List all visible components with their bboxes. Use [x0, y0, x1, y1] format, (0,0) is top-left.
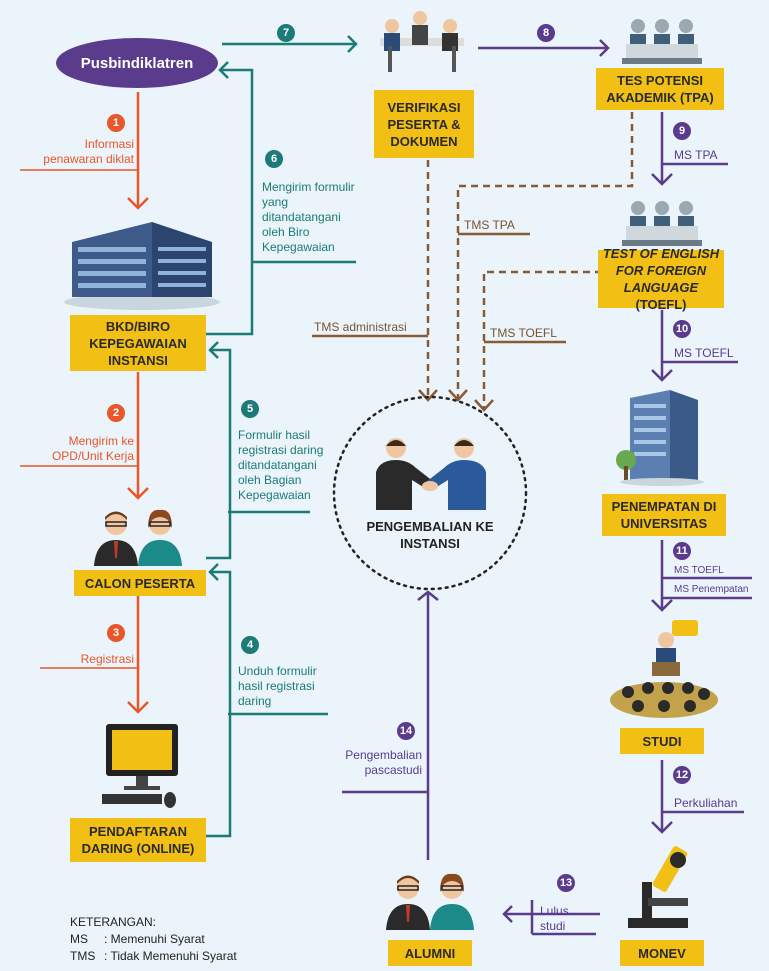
studi-label: STUDI — [642, 733, 682, 749]
candidates-icon — [94, 509, 182, 566]
step-3-label: Registrasi — [80, 652, 134, 666]
pendaftaran-daring-box: PENDAFTARAN DARING (ONLINE) — [70, 818, 206, 862]
teal-arrows — [206, 35, 358, 838]
step-4-badge: 4 — [241, 636, 259, 654]
toefl-italic: TEST OF ENGLISH FOR FOREIGN LANGUAGE — [602, 246, 720, 295]
verif-label: VERIFIKASI PESERTA & DOKUMEN — [387, 99, 461, 149]
origin-label: Pusbindiklatren — [80, 54, 194, 72]
center-label: PENGEMBALIAN KE INSTANSI — [358, 518, 502, 552]
step-6-badge: 6 — [265, 150, 283, 168]
test-takers-icon — [622, 19, 702, 64]
step-1-label: Informasi penawaran diklat — [43, 137, 134, 166]
step-3-badge: 3 — [107, 624, 125, 642]
monev-box: MONEV — [620, 940, 704, 966]
studi-box: STUDI — [620, 728, 704, 754]
bkd-box: BKD/BIRO KEPEGAWAIAN INSTANSI — [70, 315, 206, 371]
step-13-label: Lulus studi — [540, 904, 569, 933]
legend-ms-value: : Memenuhi Syarat — [104, 932, 205, 946]
legend: KETERANGAN: MS : Memenuhi Syarat TMS : Tid… — [70, 914, 237, 965]
classroom-icon — [610, 620, 718, 718]
office-building-icon — [64, 222, 220, 310]
handshake-icon — [376, 438, 486, 510]
step-7-badge: 7 — [277, 24, 295, 42]
pusbindiklatren-node: Pusbindiklatren — [56, 38, 218, 88]
tms-arrowheads — [312, 232, 566, 412]
step-12-badge: 12 — [673, 766, 691, 784]
bkd-label: BKD/BIRO KEPEGAWAIAN INSTANSI — [89, 318, 187, 368]
step-10-label: MS TOEFL — [674, 346, 734, 360]
purple-arrows — [342, 39, 752, 936]
test-takers-icon — [622, 201, 702, 246]
alumni-icon — [386, 873, 474, 930]
step-11-label: MS TOEFL — [674, 565, 724, 576]
legend-tms-key: TMS — [70, 949, 96, 963]
calon-peserta-box: CALON PESERTA — [74, 570, 206, 596]
tpa-label: TES POTENSI AKADEMIK (TPA) — [606, 73, 714, 105]
step-14-badge: 14 — [397, 722, 415, 740]
legend-ms: MS : Memenuhi Syarat — [70, 931, 237, 948]
tms-tpa-label: TMS TPA — [464, 218, 515, 232]
step-13-badge: 13 — [557, 874, 575, 892]
toefl-suffix: (TOEFL) — [635, 297, 687, 312]
penempatan-label: PENEMPATAN DI UNIVERSITAS — [611, 499, 717, 531]
orange-arrows — [127, 92, 149, 714]
alumni-box: ALUMNI — [388, 940, 472, 966]
step-2-label: Mengirim ke OPD/Unit Kerja — [51, 434, 134, 463]
microscope-icon — [628, 846, 688, 928]
step-9-badge: 9 — [673, 122, 691, 140]
legend-title: KETERANGAN: — [70, 915, 157, 929]
step-5-label: Formulir hasil registrasi daring ditanda… — [238, 428, 324, 502]
center-circle — [332, 395, 528, 591]
center-text: PENGEMBALIAN KE INSTANSI — [366, 519, 494, 551]
alumni-label: ALUMNI — [404, 945, 456, 961]
tpa-box: TES POTENSI AKADEMIK (TPA) — [596, 68, 724, 110]
daring-label: PENDAFTARAN DARING (ONLINE) — [81, 824, 195, 856]
step-12-label: Perkuliahan — [674, 796, 738, 810]
tms-dashed-arrows — [426, 112, 634, 408]
step-6-label: Mengirim formulir yang ditandatangani ol… — [262, 180, 355, 254]
calon-label: CALON PESERTA — [84, 575, 196, 591]
step-2-badge: 2 — [107, 404, 125, 422]
legend-tms: TMS : Tidak Memenuhi Syarat — [70, 948, 237, 965]
legend-ms-key: MS — [70, 932, 88, 946]
tms-toefl-label: TMS TOEFL — [490, 326, 557, 340]
step-11-label-2: MS Penempatan — [674, 584, 749, 595]
step-1-badge: 1 — [107, 114, 125, 132]
meeting-icon — [380, 11, 464, 72]
step-10-badge: 10 — [673, 320, 691, 338]
step-5-badge: 5 — [241, 400, 259, 418]
toefl-box: TEST OF ENGLISH FOR FOREIGN LANGUAGE (TO… — [598, 246, 724, 312]
university-building-icon — [616, 390, 704, 486]
step-11-badge: 11 — [673, 542, 691, 560]
step-8-badge: 8 — [537, 24, 555, 42]
verifikasi-box: VERIFIKASI PESERTA & DOKUMEN — [374, 90, 474, 158]
monev-label: MONEV — [638, 945, 686, 961]
penempatan-box: PENEMPATAN DI UNIVERSITAS — [602, 494, 726, 536]
step-4-label: Unduh formulir hasil registrasi daring — [238, 664, 317, 708]
toefl-label: TEST OF ENGLISH FOR FOREIGN LANGUAGE (TO… — [602, 245, 720, 313]
step-9-label: MS TPA — [674, 148, 718, 162]
step-14-label: Pengembalian pascastudi — [345, 748, 422, 777]
tms-admin-label: TMS administrasi — [314, 320, 407, 334]
legend-tms-value: : Tidak Memenuhi Syarat — [104, 949, 237, 963]
computer-icon — [102, 724, 178, 808]
